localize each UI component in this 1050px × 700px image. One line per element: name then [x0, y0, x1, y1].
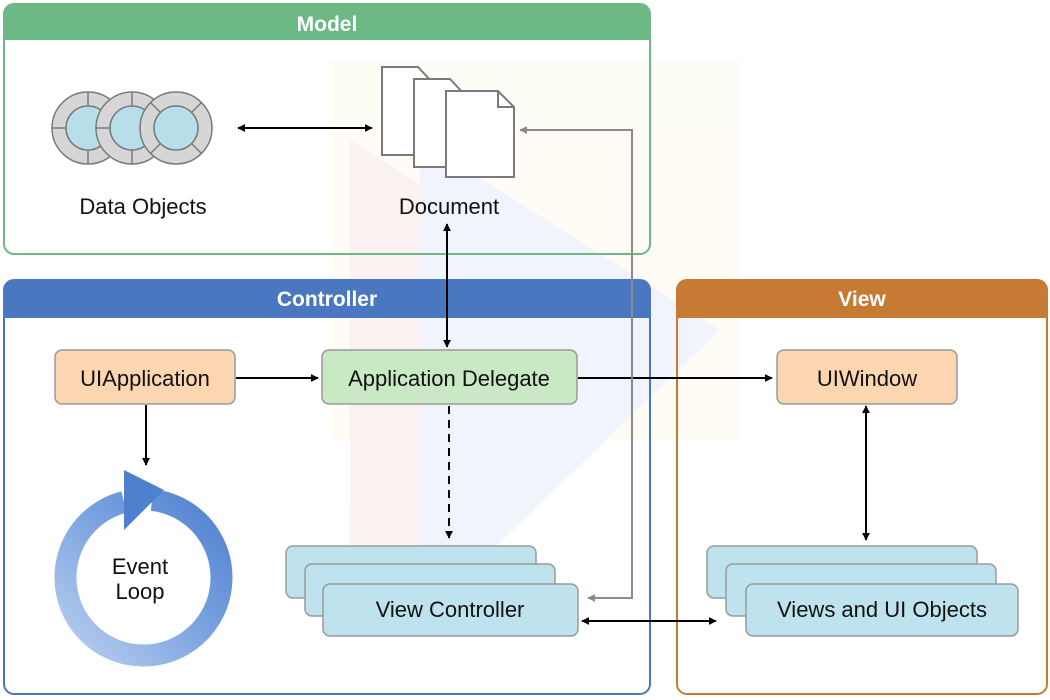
controller-panel: Controller — [3, 279, 651, 695]
application-delegate-label: Application Delegate — [348, 366, 550, 391]
event-loop-icon — [54, 470, 233, 667]
connectors — [142, 124, 870, 625]
uiwindow-label: UIWindow — [817, 366, 917, 391]
document-icon — [381, 66, 515, 178]
view-panel: View — [676, 279, 1048, 695]
uiapplication-node: UIApplication — [54, 349, 236, 405]
controller-panel-title: Controller — [277, 288, 377, 311]
uiwindow-node: UIWindow — [776, 349, 958, 405]
application-delegate-node: Application Delegate — [321, 349, 578, 405]
view-controller-label: View Controller — [376, 597, 525, 622]
event-loop-label-line2: Loop — [116, 579, 165, 604]
model-panel-title: Model — [297, 13, 358, 36]
data-objects-icon — [51, 91, 213, 165]
event-loop-label-line1: Event — [112, 554, 168, 579]
arrow-view-controller-document — [519, 126, 633, 602]
views-ui-objects-stack — [706, 545, 1019, 637]
uiapplication-label: UIApplication — [80, 366, 210, 391]
views-ui-objects-label: Views and UI Objects — [777, 597, 987, 622]
view-controller-stack — [285, 545, 579, 637]
view-panel-title: View — [838, 288, 886, 311]
document-label: Document — [399, 194, 499, 219]
data-objects-label: Data Objects — [79, 194, 206, 219]
model-panel: Model — [3, 3, 651, 255]
